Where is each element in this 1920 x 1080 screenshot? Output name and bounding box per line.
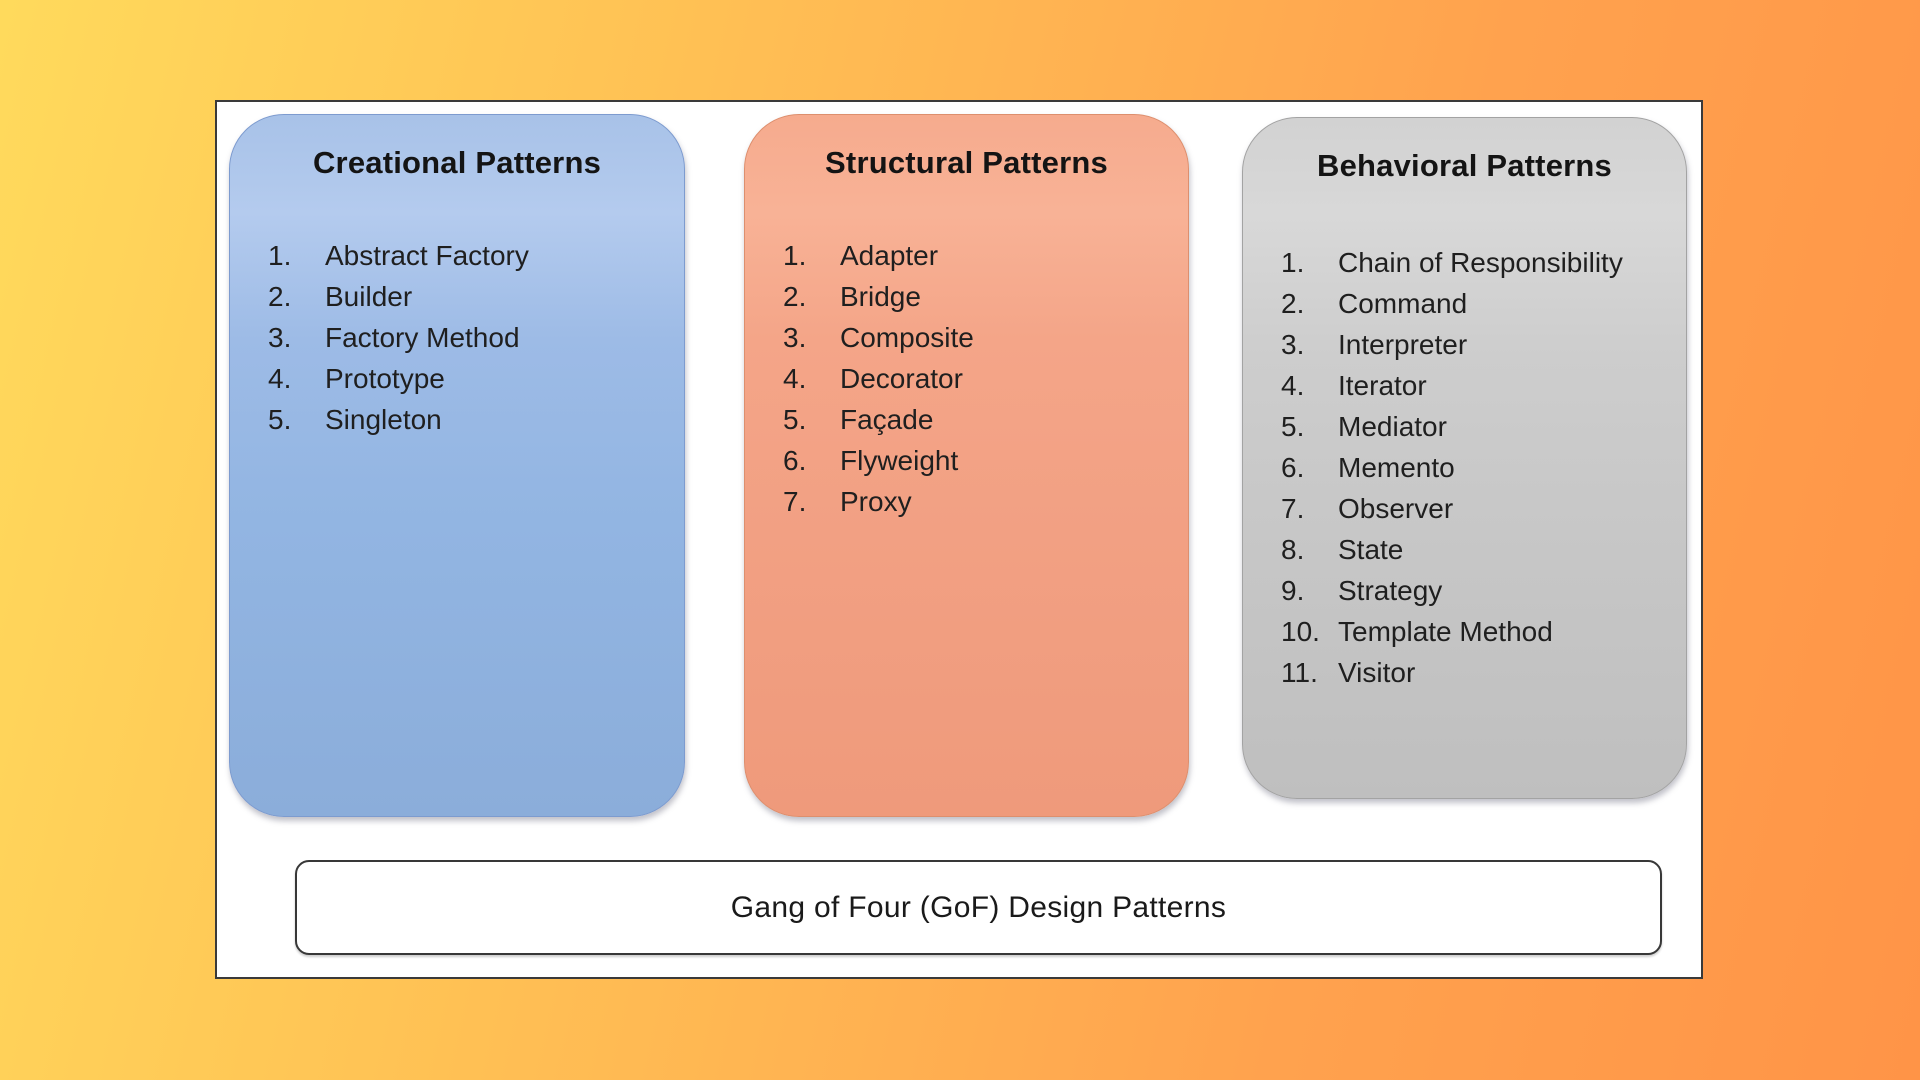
pattern-list-item: 8. State <box>1281 529 1678 570</box>
item-number: 8. <box>1281 534 1305 565</box>
item-label: Bridge <box>840 281 921 312</box>
item-number: 5. <box>268 404 292 435</box>
item-label: Flyweight <box>840 445 959 476</box>
structural-patterns-title: Structural Patterns <box>825 145 1108 180</box>
content-panel: Creational Patterns 1. Abstract Factory 2.… <box>215 100 1703 979</box>
item-number: 6. <box>783 445 807 476</box>
pattern-list-item: 1. Abstract Factory <box>268 235 676 276</box>
structural-patterns-box: Structural Patterns 1. Adapter 2. Bridge 3. C… <box>744 114 1189 817</box>
pattern-list-item: 3. Interpreter <box>1281 324 1678 365</box>
item-number: 3. <box>268 322 292 353</box>
item-label: Visitor <box>1338 657 1416 688</box>
behavioral-patterns-title: Behavioral Patterns <box>1317 148 1612 183</box>
behavioral-patterns-box: Behavioral Patterns 1. Chain of Responsib… <box>1242 117 1687 799</box>
item-label: Observer <box>1338 493 1454 524</box>
item-label: Strategy <box>1338 575 1443 606</box>
footer-label-text: Gang of Four (GoF) Design Patterns <box>730 890 1227 924</box>
item-number: 3. <box>1281 329 1305 360</box>
item-number: 2. <box>1281 288 1305 319</box>
item-label: Prototype <box>325 363 445 394</box>
structural-patterns-list: 1. Adapter 2. Bridge 3. Composite 4. Decorator 5… <box>745 235 1188 522</box>
item-number: 4. <box>268 363 292 394</box>
item-label: Abstract Factory <box>325 240 529 271</box>
item-label: Factory Method <box>325 322 520 353</box>
item-label: Command <box>1338 288 1468 319</box>
creational-patterns-box: Creational Patterns 1. Abstract Factory 2.… <box>229 114 685 817</box>
item-label: Iterator <box>1338 370 1427 401</box>
pattern-list-item: 2. Command <box>1281 283 1678 324</box>
pattern-list-item: 4. Iterator <box>1281 365 1678 406</box>
item-number: 4. <box>1281 370 1305 401</box>
item-number: 9. <box>1281 575 1305 606</box>
pattern-list-item: 1. Chain of Responsibility <box>1281 242 1678 283</box>
pattern-list-item: 7. Observer <box>1281 488 1678 529</box>
item-label: Façade <box>840 404 934 435</box>
pattern-list-item: 7. Proxy <box>783 481 1180 522</box>
item-number: 1. <box>268 240 292 271</box>
item-number: 4. <box>783 363 807 394</box>
pattern-list-item: 10. Template Method <box>1281 611 1678 652</box>
footer-label-box: Gang of Four (GoF) Design Patterns <box>295 860 1662 955</box>
pattern-list-item: 4. Prototype <box>268 358 676 399</box>
pattern-list-item: 5. Singleton <box>268 399 676 440</box>
item-label: Adapter <box>840 240 939 271</box>
item-number: 5. <box>1281 411 1305 442</box>
item-number: 6. <box>1281 452 1305 483</box>
item-label: Template Method <box>1338 616 1553 647</box>
item-label: Proxy <box>840 486 912 517</box>
pattern-list-item: 5. Façade <box>783 399 1180 440</box>
pattern-list-item: 3. Composite <box>783 317 1180 358</box>
behavioral-patterns-list: 1. Chain of Responsibility 2. Command 3. Inte… <box>1243 242 1686 693</box>
item-number: 7. <box>1281 493 1305 524</box>
item-number: 1. <box>783 240 807 271</box>
pattern-list-item: 4. Decorator <box>783 358 1180 399</box>
item-number: 10. <box>1281 616 1320 647</box>
item-label: Singleton <box>325 404 442 435</box>
pattern-list-item: 2. Bridge <box>783 276 1180 317</box>
creational-patterns-list: 1. Abstract Factory 2. Builder 3. Factory Met… <box>230 235 684 440</box>
pattern-list-item: 3. Factory Method <box>268 317 676 358</box>
pattern-list-item: 11. Visitor <box>1281 652 1678 693</box>
item-number: 7. <box>783 486 807 517</box>
item-label: Builder <box>325 281 413 312</box>
item-label: Composite <box>840 322 974 353</box>
pattern-list-item: 6. Flyweight <box>783 440 1180 481</box>
item-number: 5. <box>783 404 807 435</box>
item-label: Chain of Responsibility <box>1338 247 1623 278</box>
item-label: Interpreter <box>1338 329 1468 360</box>
pattern-list-item: 6. Memento <box>1281 447 1678 488</box>
pattern-list-item: 9. Strategy <box>1281 570 1678 611</box>
item-label: Mediator <box>1338 411 1447 442</box>
pattern-list-item: 5. Mediator <box>1281 406 1678 447</box>
item-number: 2. <box>268 281 292 312</box>
item-number: 1. <box>1281 247 1305 278</box>
item-number: 3. <box>783 322 807 353</box>
item-label: State <box>1338 534 1404 565</box>
pattern-list-item: 2. Builder <box>268 276 676 317</box>
item-number: 2. <box>783 281 807 312</box>
item-label: Memento <box>1338 452 1455 483</box>
item-number: 11. <box>1281 657 1318 688</box>
item-label: Decorator <box>840 363 963 394</box>
pattern-list-item: 1. Adapter <box>783 235 1180 276</box>
creational-patterns-title: Creational Patterns <box>312 145 602 180</box>
